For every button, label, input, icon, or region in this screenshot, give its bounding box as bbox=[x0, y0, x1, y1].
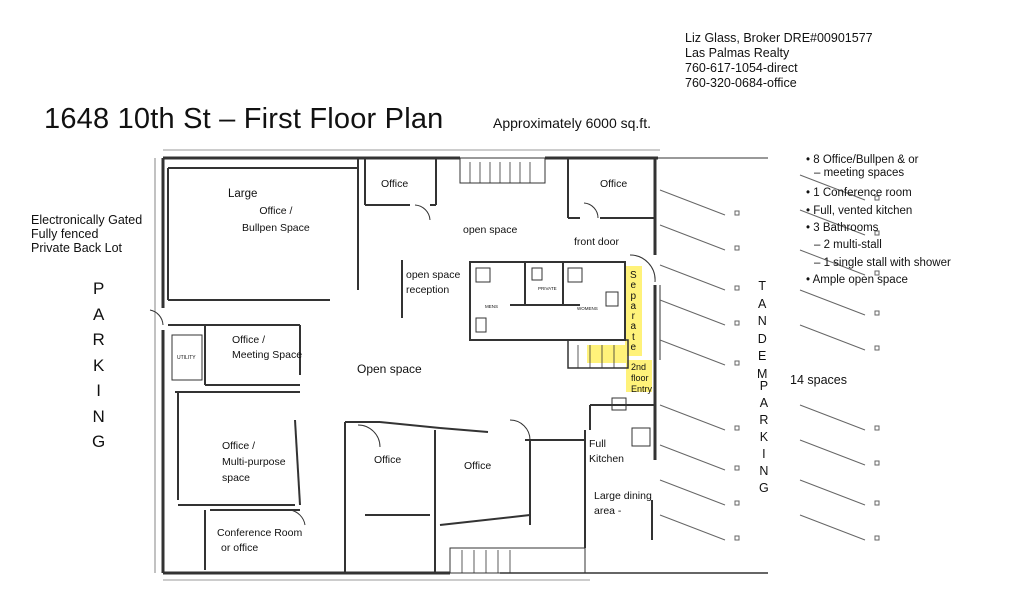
area-note: Approximately 6000 sq.ft. bbox=[493, 115, 651, 131]
room-office-center-left: Office bbox=[374, 454, 402, 466]
label-letter: G bbox=[759, 481, 769, 495]
label-letter: T bbox=[758, 279, 767, 293]
front-door-label: front door bbox=[574, 236, 619, 248]
separate-entry-highlight bbox=[625, 266, 642, 356]
page-title: 1648 10th St – First Floor Plan bbox=[44, 103, 444, 135]
label-letter: S bbox=[630, 270, 637, 281]
back-lot-line: Fully fenced bbox=[31, 227, 99, 241]
room-private: PRIVATE bbox=[538, 286, 557, 291]
label-letter: E bbox=[758, 349, 767, 363]
label-letter: R bbox=[759, 413, 769, 427]
room-open-space-reception: open space reception bbox=[406, 269, 461, 296]
feature-item: – 1 single stall with shower bbox=[814, 257, 951, 269]
broker-office-phone: 760-320-0684-office bbox=[685, 76, 797, 90]
label-letter: e bbox=[630, 342, 637, 354]
label-letter: G bbox=[92, 432, 106, 451]
room-large-bullpen: Large Office / Bullpen Space bbox=[228, 188, 310, 234]
feature-item: • 3 Bathrooms bbox=[806, 222, 879, 234]
second-floor-entry-highlight bbox=[626, 360, 652, 392]
label-letter: A bbox=[759, 396, 769, 410]
exterior-walls bbox=[154, 149, 768, 581]
label-letter: K bbox=[759, 430, 769, 444]
label-letter: e bbox=[630, 280, 637, 292]
back-lot-line: Electronically Gated bbox=[31, 213, 143, 227]
label-letter: p bbox=[630, 290, 637, 302]
label-letter: P bbox=[92, 279, 105, 298]
label-letter: a bbox=[630, 321, 637, 333]
room-womens: WOMENS bbox=[577, 306, 598, 311]
broker-info: Liz Glass, Broker DRE#00901577 Las Palma… bbox=[685, 31, 873, 91]
label-letter: r bbox=[631, 311, 635, 323]
label-letter: I bbox=[762, 447, 766, 461]
label-letter: D bbox=[757, 331, 767, 346]
room-open-space-main: Open space bbox=[357, 362, 422, 376]
label-letter: a bbox=[630, 300, 637, 312]
room-office-multipurpose: Office / Multi-purpose space bbox=[222, 440, 286, 484]
label-letter: N bbox=[757, 314, 767, 328]
interior-walls bbox=[149, 157, 656, 574]
room-utility: UTILITY bbox=[177, 355, 196, 361]
tandem-spaces-count: 14 spaces bbox=[790, 373, 847, 387]
room-office-center-right: Office bbox=[464, 460, 492, 472]
label-letter: t bbox=[631, 331, 635, 343]
label-letter: A bbox=[758, 296, 767, 311]
room-office-meeting: Office / Meeting Space bbox=[232, 334, 303, 361]
feature-item: – meeting spaces bbox=[814, 167, 905, 179]
feature-item: • Full, vented kitchen bbox=[806, 205, 913, 217]
room-conference: Conference Room or office bbox=[217, 527, 303, 554]
label-letter: A bbox=[92, 304, 105, 324]
broker-company: Las Palmas Realty bbox=[685, 46, 790, 60]
room-open-space-top: open space bbox=[463, 224, 518, 236]
label-letter: N bbox=[92, 406, 105, 426]
feature-item: • 8 Office/Bullpen & or bbox=[806, 154, 919, 166]
room-large-dining: Large dining area - bbox=[594, 490, 652, 517]
room-full-kitchen: Full Kitchen bbox=[589, 438, 625, 465]
feature-item: – 2 multi-stall bbox=[814, 239, 882, 251]
room-office-top-left: Office bbox=[381, 178, 409, 190]
room-office-top-right: Office bbox=[600, 178, 628, 190]
broker-name: Liz Glass, Broker DRE#00901577 bbox=[685, 31, 873, 45]
label-letter: M bbox=[757, 366, 768, 381]
back-lot-note: Electronically Gated Fully fenced Privat… bbox=[31, 213, 142, 255]
back-lot-line: Private Back Lot bbox=[31, 241, 123, 255]
broker-direct-phone: 760-617-1054-direct bbox=[685, 61, 798, 75]
label-letter: R bbox=[92, 330, 105, 349]
label-letter: P bbox=[759, 379, 769, 393]
label-letter: N bbox=[759, 464, 769, 478]
feature-item: • 1 Conference room bbox=[806, 187, 912, 199]
feature-item: • Ample open space bbox=[806, 274, 908, 286]
stair-highlight bbox=[587, 345, 627, 363]
label-letter: K bbox=[92, 355, 105, 375]
room-mens: MENS bbox=[485, 304, 499, 309]
label-letter: I bbox=[96, 381, 101, 400]
parking-stripes bbox=[659, 174, 880, 541]
second-floor-entry-label: 2nd floor Entry bbox=[631, 362, 653, 394]
